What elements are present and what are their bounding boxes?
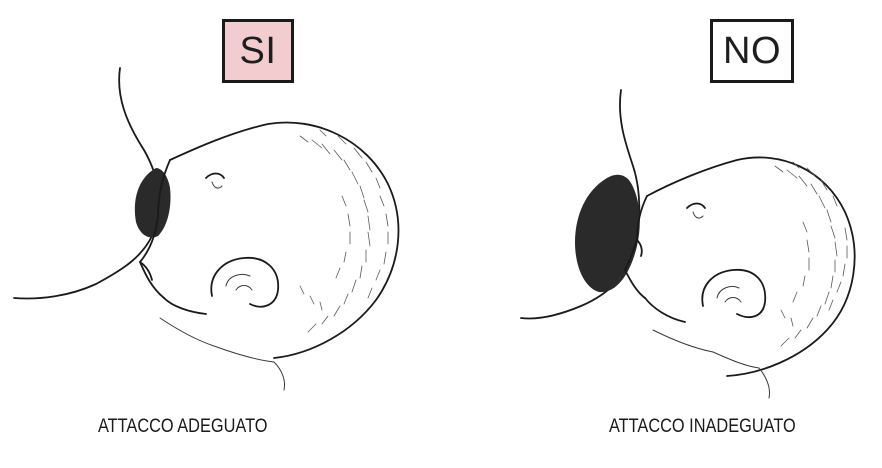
baby-chin xyxy=(645,298,685,322)
baby-head-outline xyxy=(170,122,398,358)
baby-eye xyxy=(687,204,705,209)
baby-shoulder xyxy=(214,346,285,390)
breast-outline xyxy=(14,68,159,298)
incorrect-latch-caption: ATTACCO INADEGUATO xyxy=(609,416,796,438)
correct-latch-tag: SI xyxy=(222,19,294,83)
baby-eye xyxy=(206,174,224,179)
baby-ear xyxy=(702,270,765,317)
baby-ear xyxy=(211,258,278,307)
incorrect-latch-tag: NO xyxy=(710,19,794,83)
baby-chin xyxy=(164,298,206,314)
baby-head-outline xyxy=(647,157,855,376)
incorrect-latch-panel: NO ATTACCO INADEGUATO xyxy=(441,0,882,468)
areola xyxy=(135,168,171,237)
correct-latch-panel: SI ATTACCO ADEGUATO xyxy=(0,0,441,468)
incorrect-latch-illustration xyxy=(441,0,882,468)
correct-latch-illustration xyxy=(0,0,441,468)
areola xyxy=(575,175,640,292)
correct-latch-caption: ATTACCO ADEGUATO xyxy=(98,416,267,438)
